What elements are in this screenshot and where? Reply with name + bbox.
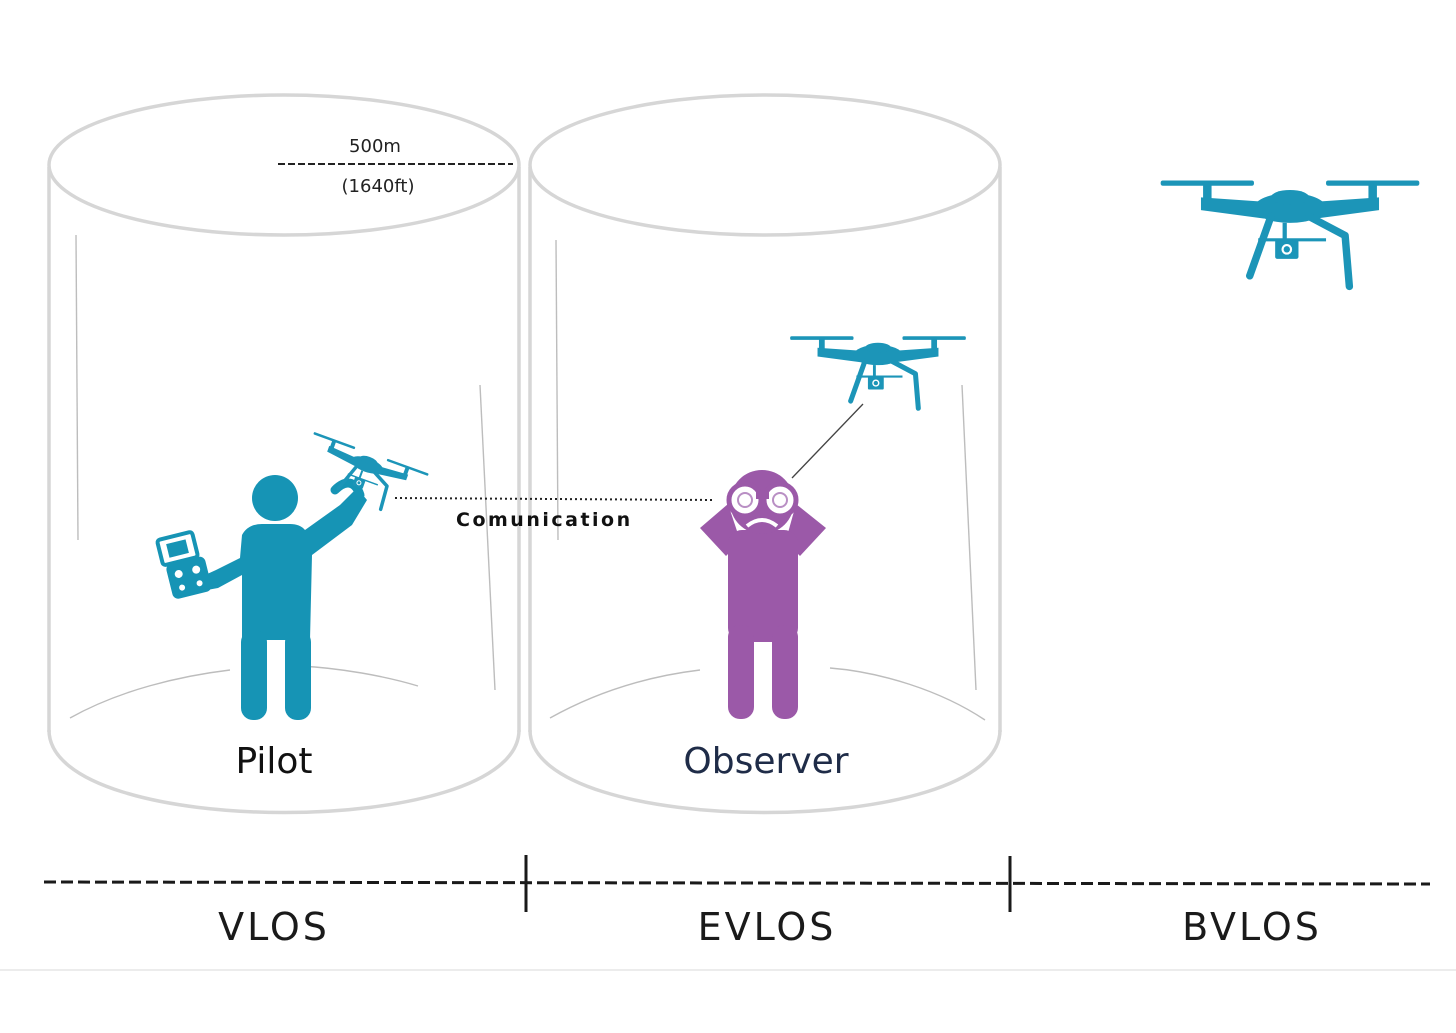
distance-dimension: 500m (1640ft) — [278, 136, 513, 197]
zone-label-bvlos: BVLOS — [1182, 905, 1322, 949]
observer-figure — [700, 470, 826, 719]
pilot-figure — [194, 475, 367, 720]
distance-imperial-label: (1640ft) — [342, 176, 415, 197]
zone-axis — [43, 855, 1431, 912]
distance-metric-label: 500m — [349, 136, 401, 157]
drone-icon — [790, 336, 966, 408]
drone-icon — [1161, 180, 1420, 286]
pilot-label: Pilot — [235, 741, 312, 782]
zone-label-evlos: EVLOS — [698, 905, 837, 949]
communication-label: Comunication — [456, 509, 633, 531]
communication-link: Comunication — [394, 497, 713, 531]
vlos-cylinder — [47, 93, 521, 815]
observer-sight-line — [791, 403, 864, 479]
evlos-cylinder — [528, 93, 1002, 815]
drone-icon — [295, 430, 431, 523]
binoculars-icon — [726, 481, 799, 528]
zone-label-vlos: VLOS — [218, 905, 330, 949]
remote-controller-icon — [155, 530, 212, 599]
observer-label: Observer — [683, 741, 848, 782]
